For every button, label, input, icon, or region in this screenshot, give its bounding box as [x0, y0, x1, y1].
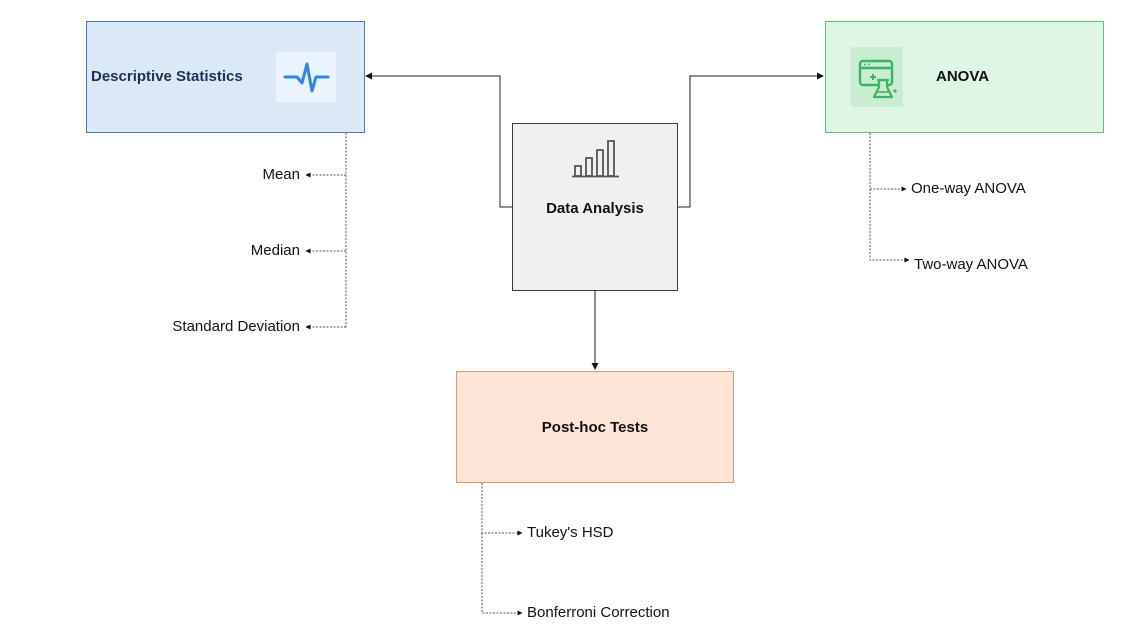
bar-chart-icon: [571, 136, 623, 180]
connector-anova-twoway: [869, 189, 910, 263]
leaf-median: Median: [250, 242, 300, 259]
browser-flask-icon: [851, 47, 903, 107]
leaf-tukeys-hsd: Tukey's HSD: [527, 524, 614, 541]
connector-posthoc-tukey: [481, 483, 523, 536]
leaf-two-way-anova: Two-way ANOVA: [914, 256, 1028, 273]
data-analysis-box: Data Analysis: [512, 123, 678, 291]
connector-anova-oneway: [869, 133, 907, 192]
anova-box: ANOVA: [825, 21, 1104, 133]
descriptive-statistics-box: Descriptive Statistics: [86, 21, 365, 133]
connector-center-to-descriptive: [365, 72, 512, 208]
descriptive-statistics-title: Descriptive Statistics: [91, 68, 243, 85]
connector-posthoc-bonferroni: [481, 533, 523, 616]
leaf-mean: Mean: [262, 166, 300, 183]
post-hoc-tests-title: Post-hoc Tests: [541, 419, 649, 436]
post-hoc-tests-box: Post-hoc Tests: [456, 371, 734, 483]
anova-title: ANOVA: [936, 68, 990, 85]
connector-center-to-anova: [678, 72, 824, 208]
leaf-bonferroni-correction: Bonferroni Correction: [527, 604, 670, 621]
leaf-standard-deviation: Standard Deviation: [172, 318, 300, 335]
data-analysis-title: Data Analysis: [546, 200, 644, 217]
pulse-icon: [276, 52, 336, 102]
leaf-one-way-anova: One-way ANOVA: [911, 180, 1026, 197]
